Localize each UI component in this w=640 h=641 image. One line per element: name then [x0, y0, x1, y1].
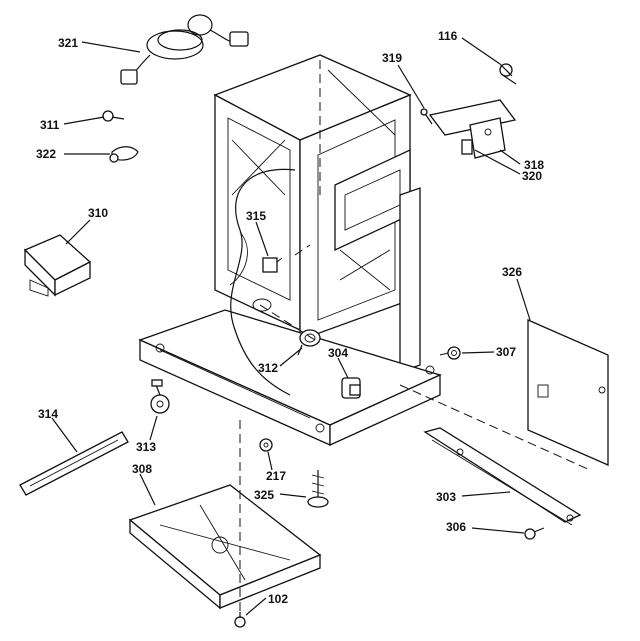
label-116: 116	[438, 29, 458, 43]
label-102: 102	[268, 592, 288, 606]
label-325: 325	[254, 488, 274, 502]
screw-part-319	[420, 108, 433, 125]
label-320: 320	[522, 169, 542, 183]
screw-part-116	[499, 63, 517, 85]
rail-part-303	[423, 427, 582, 526]
power-cord-part-321	[120, 14, 249, 85]
screw-part-306	[524, 527, 545, 540]
label-308: 308	[132, 462, 152, 476]
label-217: 217	[266, 469, 286, 483]
label-321: 321	[58, 36, 78, 50]
label-310: 310	[88, 206, 108, 220]
leveling-foot-part-325	[307, 470, 329, 508]
cover-part-310	[23, 234, 92, 297]
label-314: 314	[38, 407, 58, 421]
solenoid-part-304	[341, 377, 361, 399]
screw-part-102	[234, 612, 246, 628]
nut-part-307	[447, 346, 461, 360]
leader-lines	[51, 37, 531, 616]
clip-part-322	[109, 146, 139, 163]
label-312: 312	[258, 361, 278, 375]
label-313: 313	[136, 440, 156, 454]
label-318: 318	[524, 158, 544, 172]
label-319: 319	[382, 51, 402, 65]
label-303: 303	[436, 490, 456, 504]
label-304: 304	[328, 346, 348, 360]
label-326: 326	[502, 265, 522, 279]
label-311: 311	[40, 118, 60, 132]
label-307: 307	[496, 345, 516, 359]
panel-part-326	[527, 319, 609, 466]
label-306: 306	[446, 520, 466, 534]
caster-part-313	[150, 379, 170, 414]
washer-part-217	[259, 438, 273, 452]
connector-part-315	[262, 257, 283, 273]
assembly-lines	[239, 60, 591, 612]
label-315: 315	[246, 209, 266, 223]
cabinet-frame	[138, 54, 442, 447]
switch-bracket-part-318-320	[428, 99, 517, 159]
strip-part-314	[19, 431, 129, 496]
screw-part-311	[102, 110, 125, 122]
part-labels: 321 116 319 311 322 318 320 310 315 326 …	[36, 29, 544, 606]
tray-part-308	[128, 484, 322, 610]
label-322: 322	[36, 147, 56, 161]
